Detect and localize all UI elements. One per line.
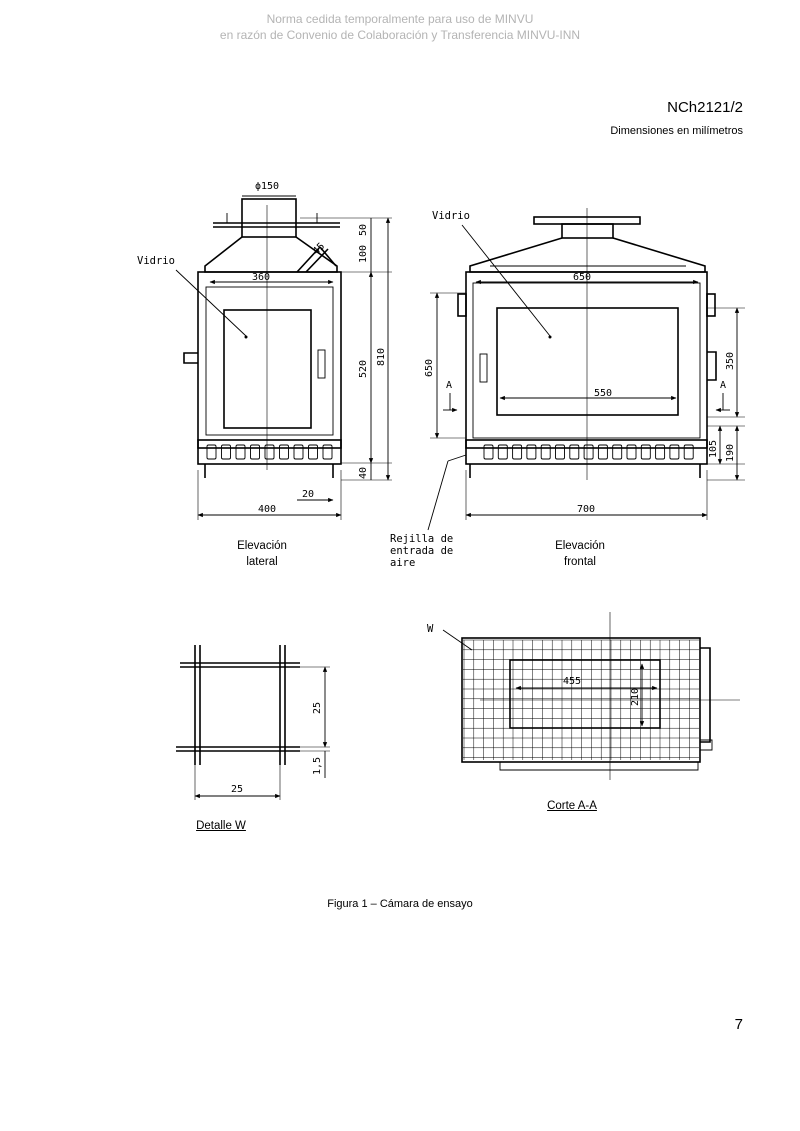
dim-360: 360	[252, 272, 270, 283]
label-a-right: A	[720, 380, 726, 391]
dim-520: 520	[358, 360, 369, 378]
dim-400: 400	[258, 504, 276, 515]
dim-810: 810	[376, 348, 387, 366]
label-vidrio-lateral: Vidrio	[137, 255, 175, 267]
grille-slot	[540, 444, 551, 460]
units-note: Dimensiones en milímetros	[610, 125, 743, 137]
dim-105: 105	[708, 440, 719, 458]
label-vidrio-frontal: Vidrio	[432, 210, 470, 222]
grille-slot	[669, 444, 680, 460]
dim-650-vertical: 650	[424, 359, 435, 377]
lateral-elevation	[175, 195, 392, 520]
dim-50: 50	[358, 224, 369, 236]
figure-caption: Figura 1 – Cámara de ensayo	[327, 898, 473, 910]
label-rejilla-2: entrada de	[390, 545, 453, 557]
grille-slot	[250, 444, 260, 460]
grille-slot	[221, 444, 231, 460]
caption-frontal-line-1: Elevación	[555, 540, 605, 552]
grille-slot	[322, 444, 333, 460]
caption-frontal-line-2: frontal	[564, 556, 596, 568]
caption-lateral: Elevación lateral	[222, 538, 302, 570]
watermark-line-1: Norma cedida temporalmente para uso de M…	[266, 12, 534, 26]
grille-slot	[497, 444, 508, 460]
grille-slot	[279, 444, 289, 460]
grille-slot	[206, 444, 217, 460]
dim-40: 40	[358, 467, 369, 479]
label-rejilla-3: aire	[390, 557, 415, 569]
dim-100: 100	[358, 245, 369, 263]
grille-slot	[640, 444, 651, 460]
grille-slot	[308, 444, 318, 460]
grille-slot	[569, 444, 580, 460]
grille-slot	[597, 444, 608, 460]
dim-20: 20	[302, 489, 314, 500]
caption-lateral-line-2: lateral	[246, 556, 278, 568]
standard-code: NCh2121/2	[667, 99, 743, 116]
grille-slot	[626, 444, 637, 460]
grille-slot	[583, 444, 594, 460]
dim-550: 550	[594, 388, 612, 399]
grille-slot	[612, 444, 623, 460]
dim-phi150: ϕ150	[255, 181, 279, 192]
dim-700: 700	[577, 504, 595, 515]
dim-650-horizontal: 650	[573, 272, 591, 283]
dim-350: 350	[725, 352, 736, 370]
grille-slot	[483, 444, 494, 460]
dim-210: 210	[630, 688, 641, 706]
label-rejilla-1: Rejilla de	[390, 533, 453, 545]
grille-slot	[655, 444, 666, 460]
grille-slot	[526, 444, 537, 460]
grille-slot	[555, 444, 565, 460]
dim-25-horizontal: 25	[231, 784, 243, 795]
frontal-elevation	[427, 208, 745, 531]
dim-1-5: 1,5	[312, 757, 323, 775]
label-a-left: A	[446, 380, 452, 391]
dim-25-vertical: 25	[312, 702, 323, 714]
detail-w	[176, 645, 330, 800]
section-a-a	[442, 612, 740, 780]
caption-lateral-line-1: Elevación	[237, 540, 287, 552]
caption-detalle-w: Detalle W	[196, 820, 246, 832]
grille-slot	[235, 444, 246, 460]
label-w: W	[427, 623, 434, 635]
grille-slot	[683, 444, 694, 460]
page-number: 7	[734, 1016, 743, 1033]
dim-455: 455	[563, 676, 581, 687]
grille-slot	[264, 444, 275, 460]
dim-190: 190	[725, 444, 736, 462]
grille-slot	[512, 444, 523, 460]
caption-corte-a-a: Corte A-A	[547, 800, 597, 812]
caption-frontal: Elevación frontal	[540, 538, 620, 570]
watermark-line-2: en razón de Convenio de Colaboración y T…	[219, 28, 581, 42]
grille-slot	[293, 444, 304, 460]
